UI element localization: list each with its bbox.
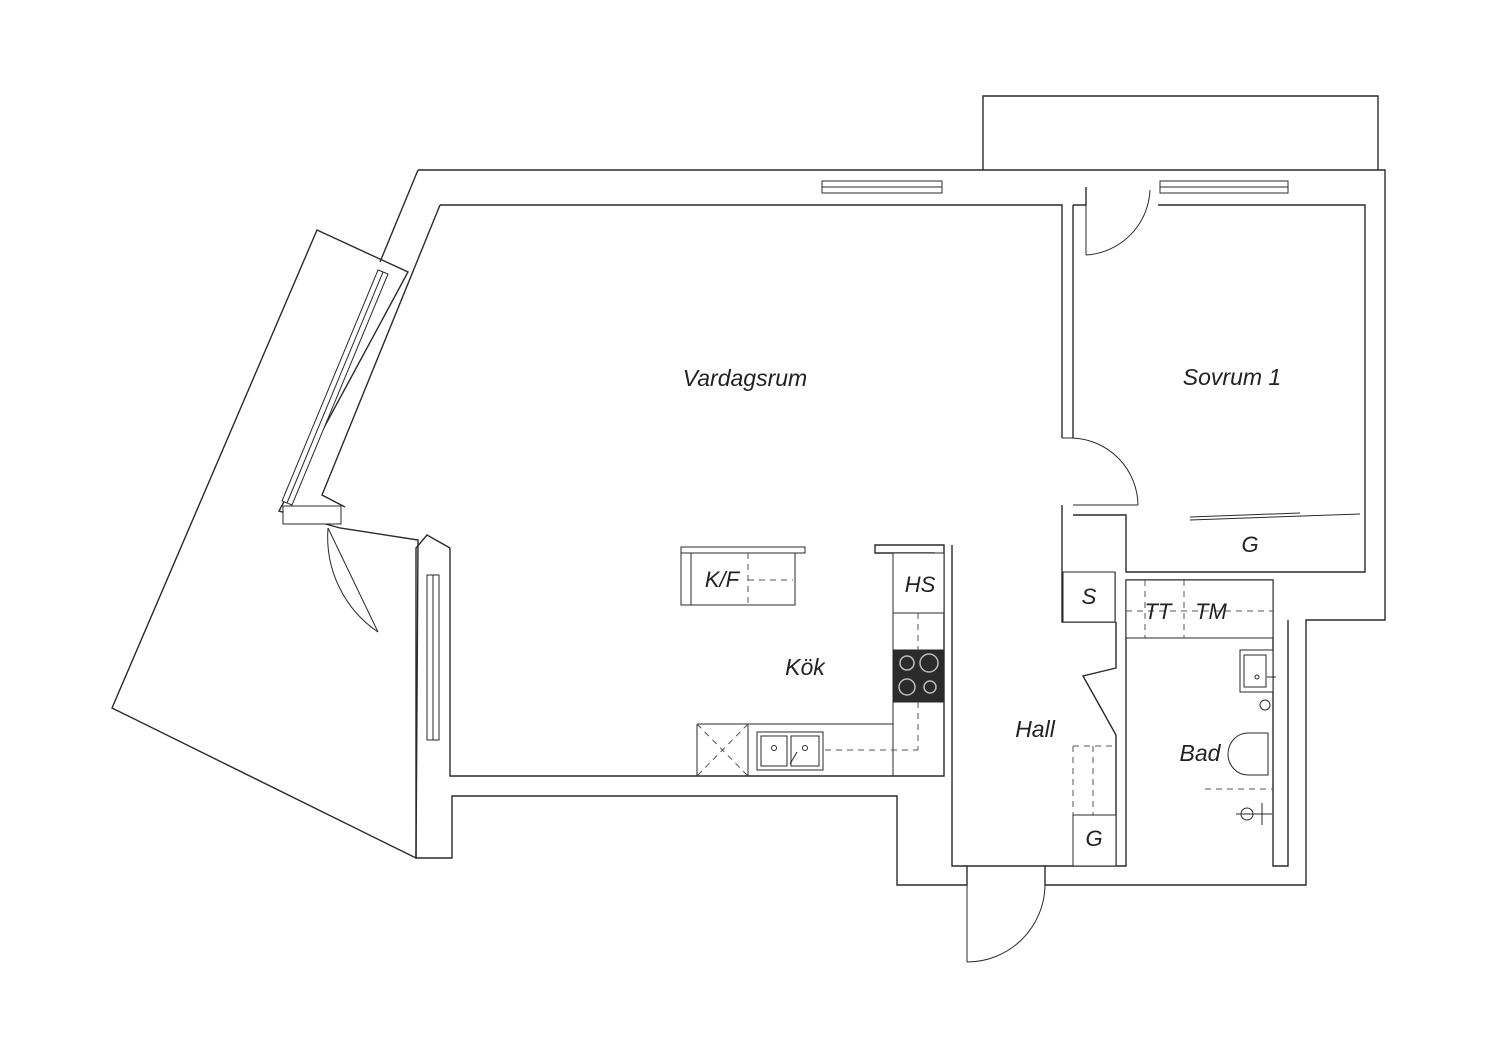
fixture-label-tt: TT bbox=[1145, 599, 1173, 624]
fixture-label-kf: K/F bbox=[705, 567, 741, 592]
room-label-sovrum: Sovrum 1 bbox=[1183, 364, 1281, 390]
kitchen-sink bbox=[756, 731, 824, 771]
fixture-label-hs: HS bbox=[905, 572, 936, 597]
room-label-vardagsrum: Vardagsrum bbox=[683, 365, 807, 391]
fridge-freezer bbox=[680, 546, 796, 606]
windows bbox=[281, 180, 1289, 741]
washbasin bbox=[1239, 649, 1274, 693]
closet-g-hall bbox=[1072, 814, 1117, 867]
fixture-label-g-sovrum: G bbox=[1241, 532, 1258, 557]
window-balcony-door-top bbox=[282, 505, 342, 525]
laundry-machines bbox=[1125, 579, 1274, 639]
fixture-label-s: S bbox=[1082, 584, 1097, 609]
balcony bbox=[111, 229, 419, 860]
outer-walls bbox=[321, 169, 1386, 886]
kitchen-fixtures bbox=[680, 546, 945, 777]
fixture-label-tm: TM bbox=[1195, 599, 1227, 624]
closet-s bbox=[1062, 571, 1116, 623]
tall-cabinet bbox=[892, 552, 945, 614]
bathroom-fixtures bbox=[1125, 579, 1276, 825]
terrace bbox=[982, 95, 1379, 170]
hall-fixtures bbox=[1062, 571, 1117, 867]
doors bbox=[327, 187, 1361, 963]
door-bathroom bbox=[1082, 675, 1117, 736]
room-label-bad: Bad bbox=[1180, 740, 1222, 766]
toilet bbox=[1227, 732, 1269, 776]
door-balcony bbox=[327, 527, 379, 633]
room-label-hall: Hall bbox=[1015, 716, 1056, 742]
room-label-kok: Kök bbox=[785, 654, 826, 680]
fixture-label-g-hall: G bbox=[1085, 826, 1102, 851]
